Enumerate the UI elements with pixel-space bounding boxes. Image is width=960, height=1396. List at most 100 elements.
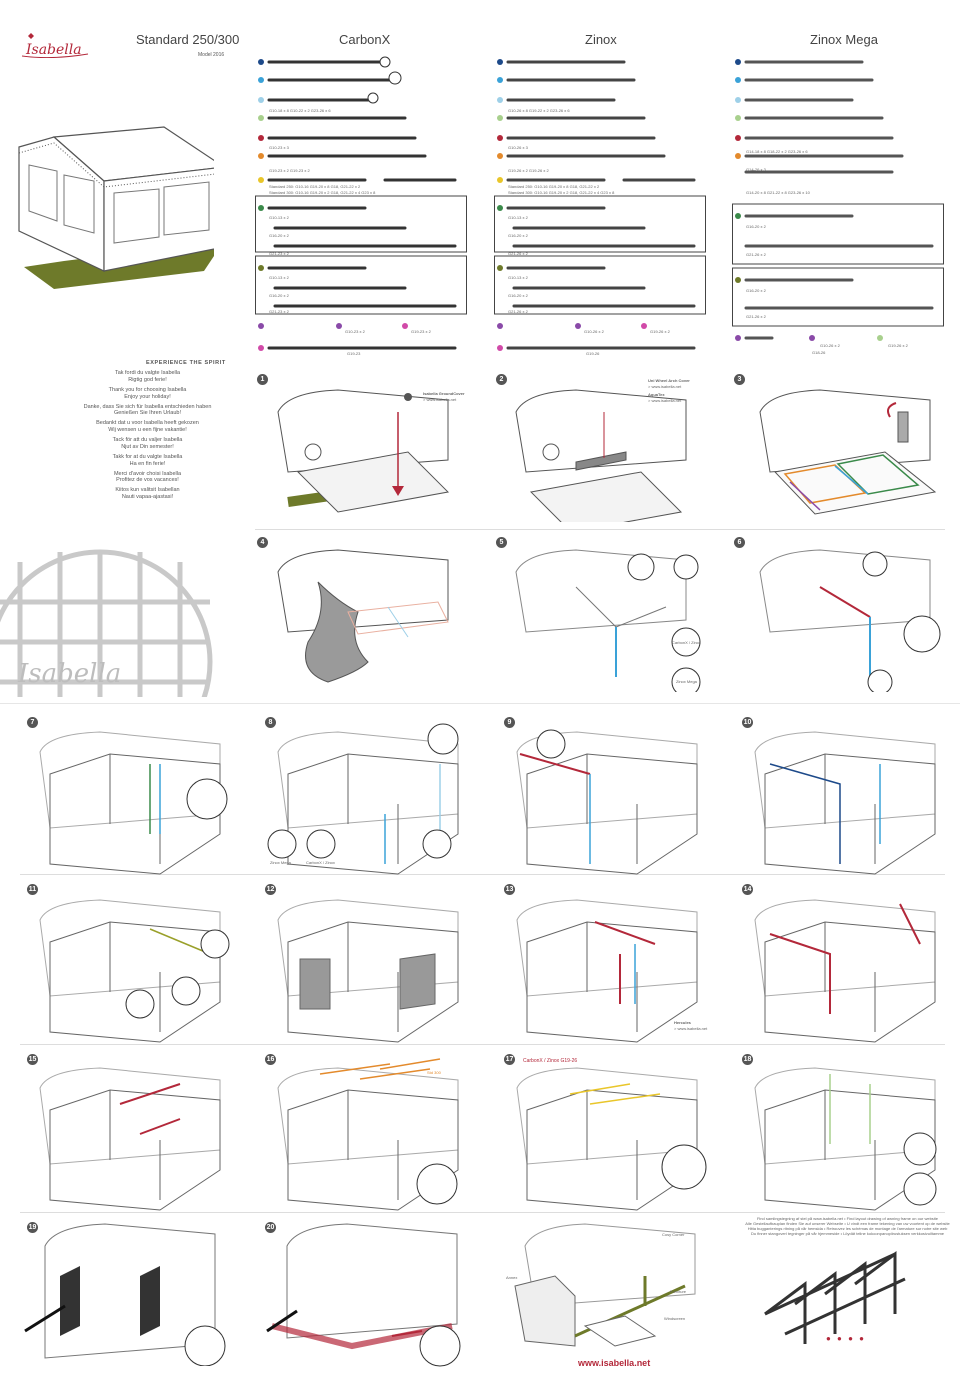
step-number: 9 bbox=[504, 717, 515, 728]
mega-bottom-label: G18-26 bbox=[812, 350, 826, 355]
model-note: Model 2016 bbox=[198, 52, 225, 58]
zinox-box1-label: G21-26 x 2 bbox=[508, 251, 528, 256]
step-number: 1 bbox=[257, 374, 268, 385]
column-header-zinox: Zinox bbox=[585, 32, 617, 47]
isabella-logo: Isabella bbox=[18, 32, 93, 63]
mega-box1-label: G21-26 x 2 bbox=[746, 252, 766, 257]
frame-drawing-note: Find samlingstegning af stel på www.isab… bbox=[745, 1216, 950, 1236]
zinox-box2-label: G21-26 x 2 bbox=[508, 309, 528, 314]
aquatex-callout-sub: > www.isabella.net bbox=[648, 398, 682, 403]
step-number: 3 bbox=[734, 374, 745, 385]
step-number: 6 bbox=[734, 537, 745, 548]
step-number: 18 bbox=[742, 1054, 753, 1065]
column-header-carbonx: CarbonX bbox=[339, 32, 391, 47]
divider bbox=[20, 874, 945, 875]
rating-dots: ● ● ● ● bbox=[826, 1334, 866, 1343]
instructions-top-sheet: Isabella Standard 250/300 CarbonX Zinox … bbox=[0, 22, 960, 775]
hercules-callout-sub: > www.isabella.net bbox=[674, 1026, 708, 1031]
carbonx-box1-label: G10-13 x 2 bbox=[269, 215, 289, 220]
carbonx-row-label: G10-23 x 3 bbox=[269, 145, 289, 150]
step-number: 5 bbox=[496, 537, 507, 548]
website-link[interactable]: www.isabella.net bbox=[578, 1358, 651, 1368]
wheel-arch-callout: Uni Wheel Arch Cover bbox=[648, 378, 690, 383]
step-number: 12 bbox=[265, 884, 276, 895]
column-header-standard: Standard 250/300 bbox=[136, 32, 240, 47]
zinox-box2-label: G10-13 x 2 bbox=[508, 275, 528, 280]
furniture-label: Furniture bbox=[670, 1289, 687, 1294]
step-19-illustration bbox=[20, 1216, 235, 1371]
hercules-callout: Hercules bbox=[674, 1020, 691, 1025]
carbonx-box1-label: G21-23 x 2 bbox=[269, 251, 289, 256]
step-number: 19 bbox=[27, 1222, 38, 1233]
carbonx-bottom-label: G10-23 x 2 bbox=[345, 329, 365, 334]
carbonx-row-label: G10-18 x 8 G10-22 x 2 G23-26 x 6 bbox=[269, 108, 331, 113]
divider bbox=[20, 1212, 945, 1213]
step-number: 2 bbox=[496, 374, 507, 385]
divider bbox=[255, 529, 945, 530]
step-4-illustration bbox=[268, 542, 468, 697]
parts-zinox: G10-26 x 8 G19-22 x 2 G23-26 x 6 G10-26 … bbox=[494, 56, 706, 356]
step-number: 13 bbox=[504, 884, 515, 895]
step-3-illustration bbox=[750, 382, 945, 527]
carbonx-row-label: Standard 300: G10-16 G19-20 x 2 G18, G21… bbox=[269, 190, 376, 195]
std300-callout: Std 300 bbox=[427, 1070, 441, 1075]
step-20-illustration bbox=[262, 1216, 477, 1381]
zinox-box2-label: G16-20 x 2 bbox=[508, 293, 528, 298]
step-number: 16 bbox=[265, 1054, 276, 1065]
step-6-illustration bbox=[750, 542, 945, 697]
complete-frame-illustration bbox=[755, 1244, 945, 1369]
mega-bottom-label: G10-26 x 2 bbox=[820, 343, 840, 348]
column-header-zinox-mega: Zinox Mega bbox=[810, 32, 878, 47]
carbonx-row-label: G19-23 x 2 G19-23 x 2 bbox=[269, 168, 310, 173]
awning-illustration bbox=[14, 117, 226, 302]
accessories-illustration bbox=[505, 1216, 705, 1361]
aquatex-callout: AquaTex bbox=[648, 392, 665, 397]
carbonx-zinox-callout: CarbonX / Zinox bbox=[672, 640, 701, 645]
step-number: 15 bbox=[27, 1054, 38, 1065]
mega-box2-label: G16-20 x 2 bbox=[746, 288, 766, 293]
step-5-illustration bbox=[506, 542, 706, 697]
mega-row-label: G14-18 x 8 G18-22 x 2 G23-26 x 6 bbox=[746, 149, 808, 154]
zinox-mega-callout: Zinox Mega bbox=[270, 860, 291, 865]
mega-row-label: G14-26 x 3 bbox=[746, 167, 766, 172]
carbonx-row-label: Standard 250: G10-16 G19-20 x 8 G18, G21… bbox=[269, 184, 361, 189]
slogan: EXPERIENCE THE SPIRIT bbox=[146, 360, 226, 366]
svg-text:Isabella: Isabella bbox=[17, 659, 121, 689]
step-number: 20 bbox=[265, 1222, 276, 1233]
zinox-row-label: G19-26 x 2 G19-26 x 2 bbox=[508, 168, 549, 173]
step-2-illustration bbox=[506, 382, 706, 533]
isabella-watermark-globe: Isabella bbox=[0, 542, 240, 775]
instructions-bottom-sheet: 7 8 9 10 11 12 13 14 15 16 17 18 19 20 bbox=[0, 703, 960, 1384]
carbonx-box2-label: G21-23 x 2 bbox=[269, 309, 289, 314]
wheel-arch-callout-sub: > www.isabella.net bbox=[648, 384, 682, 389]
zinox-row-label: G10-26 x 8 G19-22 x 2 G23-26 x 6 bbox=[508, 108, 570, 113]
step-number: 14 bbox=[742, 884, 753, 895]
step-number: 7 bbox=[27, 717, 38, 728]
zinox-box1-label: G10-13 x 2 bbox=[508, 215, 528, 220]
parts-zinox-mega: G14-18 x 8 G18-22 x 2 G23-26 x 6 G14-26 … bbox=[732, 56, 944, 366]
frame-steps-illustrations bbox=[39, 723, 937, 1211]
zinox-row-label: G10-26 x 3 bbox=[508, 145, 528, 150]
cosy-corner-label: Cosy Corner bbox=[662, 1232, 685, 1237]
groundcover-callout: Isabella GroundCover bbox=[423, 391, 465, 396]
zinox-row-label: Standard 250: G10-16 G19-20 x 8 G18, G21… bbox=[508, 184, 600, 189]
annex-label: Annex bbox=[506, 1275, 518, 1280]
carbonx-bottom-label: G19-23 bbox=[347, 351, 361, 356]
carbonx-box1-label: G16-20 x 2 bbox=[269, 233, 289, 238]
carbonx-zinox-g19-callout: CarbonX / Zinox G19-26 bbox=[523, 1058, 578, 1064]
mega-row-label: G14-20 x 8 G21-22 x 8 G23-26 x 10 bbox=[746, 190, 810, 195]
mega-box2-label: G21-26 x 2 bbox=[746, 314, 766, 319]
zinox-mega-callout: Zinox Mega bbox=[676, 679, 697, 684]
carbonx-box2-label: G10-13 x 2 bbox=[269, 275, 289, 280]
step-number: 8 bbox=[265, 717, 276, 728]
zinox-row-label: Standard 300: G10-16 G19-20 x 2 G18, G21… bbox=[508, 190, 615, 195]
step-number: 4 bbox=[257, 537, 268, 548]
carbonx-bottom-label: G19-23 x 2 bbox=[411, 329, 431, 334]
zinox-bottom-label: G10-26 x 2 bbox=[584, 329, 604, 334]
step-1-illustration bbox=[268, 382, 468, 527]
windscreen-label: Windscreen bbox=[664, 1316, 686, 1321]
svg-text:Isabella: Isabella bbox=[25, 42, 82, 58]
zinox-bottom-label: G19-26 x 2 bbox=[650, 329, 670, 334]
mega-box1-label: G16-20 x 2 bbox=[746, 224, 766, 229]
